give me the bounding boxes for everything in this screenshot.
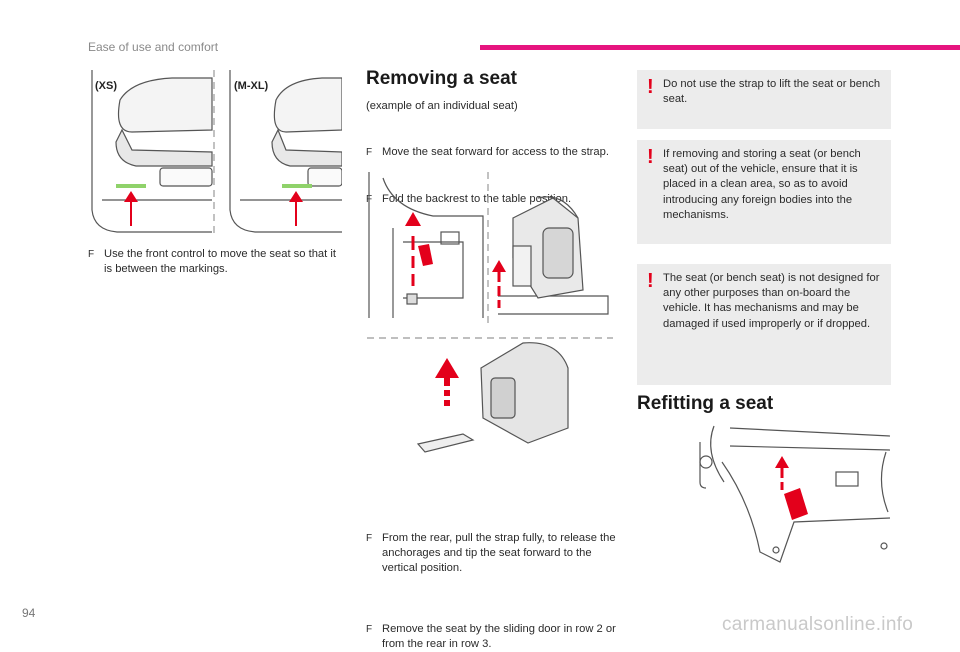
step-text: Use the front control to move the seat s… [104, 248, 336, 275]
instruction-step: F Use the front control to move the seat… [88, 247, 344, 277]
section-accent-bar [480, 45, 960, 50]
arrow-up-icon [124, 191, 138, 226]
removing-seat-illustration [367, 172, 613, 453]
step-text: Remove the seat by the sliding door in r… [382, 623, 616, 650]
section-title: Ease of use and comfort [88, 40, 219, 54]
figure-label-xs: (XS) [95, 80, 117, 92]
warning-box: ! Do not use the strap to lift the seat … [637, 70, 891, 129]
arrow-up-icon [289, 191, 303, 226]
step-text: From the rear, pull the strap fully, to … [382, 532, 616, 574]
warning-text: If removing and storing a seat (or bench… [663, 148, 861, 221]
warning-text: The seat (or bench seat) is not designed… [663, 272, 880, 330]
removing-seat-figure [363, 168, 613, 464]
warning-box: ! If removing and storing a seat (or ben… [637, 140, 891, 244]
warning-box: ! The seat (or bench seat) is not design… [637, 264, 891, 385]
figure-label-mxl: (M-XL) [234, 80, 269, 92]
instruction-step: F Remove the seat by the sliding door in… [366, 622, 630, 652]
step-marker: F [88, 249, 95, 260]
warning-text: Do not use the strap to lift the seat or… [663, 78, 881, 106]
exclamation-icon: ! [647, 270, 654, 292]
seat-marking-illustration [91, 70, 343, 236]
page-number: 94 [22, 606, 36, 620]
refitting-seat-title: Refitting a seat [637, 393, 774, 414]
exclamation-icon: ! [647, 76, 654, 98]
watermark-text: carmanualsonline.info [722, 614, 914, 635]
refitting-seat-figure [690, 422, 892, 568]
step-marker: F [366, 624, 373, 635]
instruction-step: F From the rear, pull the strap fully, t… [366, 531, 630, 576]
strap-handle [418, 244, 433, 266]
arrow-up-icon [775, 456, 789, 468]
arrow-up-icon [435, 358, 459, 378]
instruction-step: F Move the seat forward for access to th… [366, 145, 622, 160]
step-text: Fold the backrest to the table position. [382, 193, 572, 205]
step-marker: F [366, 147, 373, 158]
exclamation-icon: ! [647, 146, 654, 168]
removing-seat-intro: (example of an individual seat) [366, 100, 518, 112]
step-marker: F [366, 533, 373, 544]
removing-seat-title: Removing a seat [366, 68, 517, 89]
arrow-up-icon [405, 212, 421, 226]
seat-marking-figure [72, 70, 343, 236]
refitting-seat-illustration [699, 425, 891, 563]
marking-xs [116, 184, 146, 188]
arrow-up-icon [492, 260, 506, 272]
marking-mxl [282, 184, 312, 188]
step-text: Move the seat forward for access to the … [382, 146, 609, 158]
strap-handle [784, 488, 808, 520]
